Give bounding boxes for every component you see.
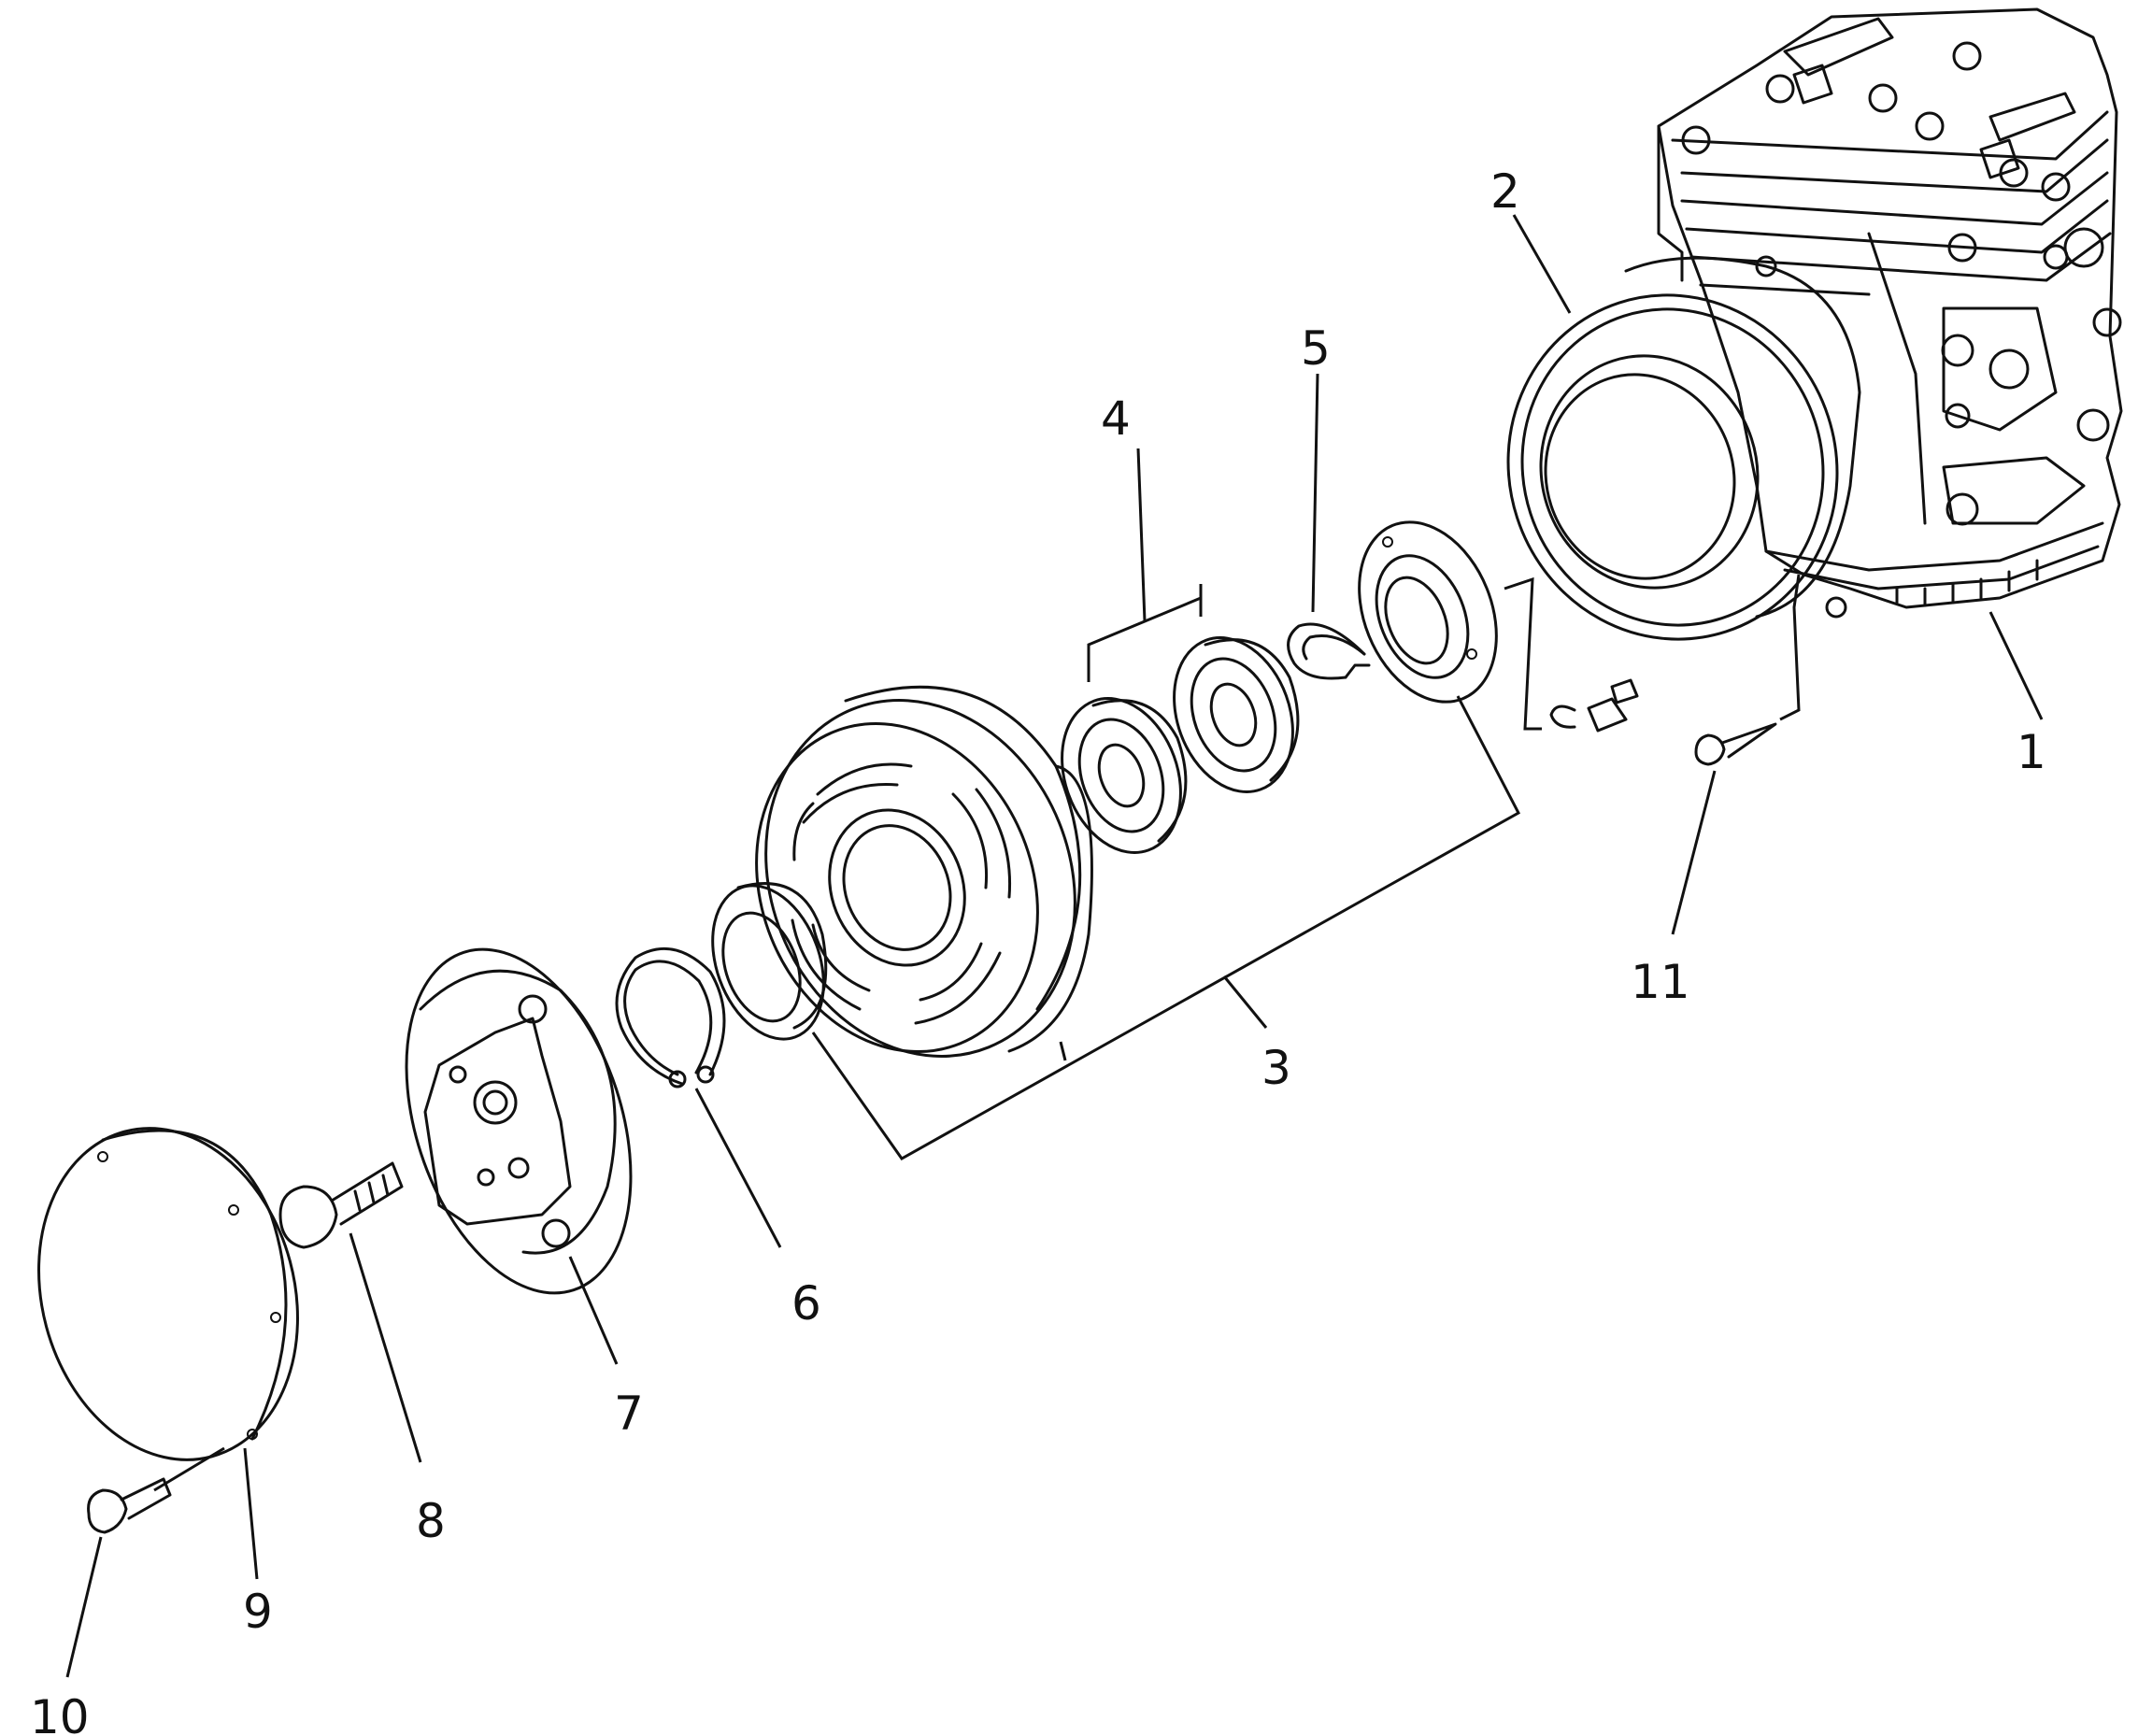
leader-lines (65, 214, 2044, 1678)
callout-3: 3 (1261, 1041, 1291, 1095)
callout-11: 11 (1631, 955, 1690, 1009)
callout-2: 2 (1490, 164, 1520, 219)
callout-labels: 1 2 3 4 5 6 7 8 9 10 11 (30, 164, 2046, 1736)
callout-5: 5 (1301, 321, 1331, 376)
callout-4: 4 (1101, 391, 1131, 446)
seal (711, 882, 828, 1041)
front-cover (37, 1127, 299, 1461)
callout-10: 10 (30, 1690, 90, 1736)
callout-7: 7 (614, 1387, 644, 1441)
cover-bolt (87, 1477, 172, 1534)
bearing-pair (1061, 636, 1300, 854)
compressor-body (1657, 7, 2123, 609)
mounting-screw (1694, 722, 1777, 766)
callout-8: 8 (416, 1494, 446, 1548)
callout-9: 9 (243, 1585, 273, 1639)
snap-ring-small (1287, 622, 1371, 680)
washer-and-bolt (1549, 678, 1639, 733)
clutch-pulley (755, 685, 1093, 1058)
armature-plate (405, 947, 633, 1295)
callout-6: 6 (791, 1276, 821, 1330)
callout-1: 1 (2017, 725, 2046, 779)
clutch-coil (1506, 255, 1861, 641)
snap-ring-large (615, 946, 726, 1089)
center-bolt (278, 1161, 404, 1249)
shim-plate (1358, 520, 1498, 704)
